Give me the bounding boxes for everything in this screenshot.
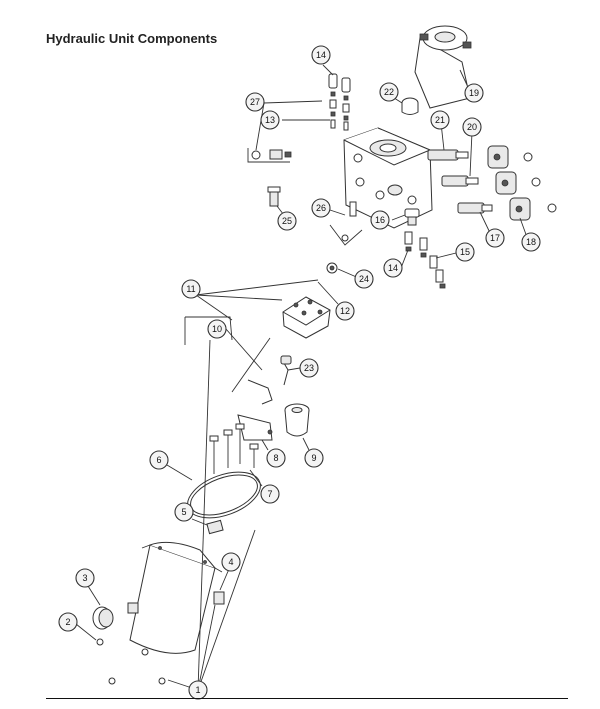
callout-7: 7 xyxy=(260,484,280,504)
valve-stack-part-14-15-lower xyxy=(404,231,446,289)
callout-16-label: 16 xyxy=(375,215,385,225)
page-title: Hydraulic Unit Components xyxy=(46,31,218,46)
screw-part-2 xyxy=(96,638,104,646)
callout-23: 23 xyxy=(299,358,319,378)
callout-7-label: 7 xyxy=(267,489,272,499)
callout-24: 24 xyxy=(354,269,374,289)
callout-19-label: 19 xyxy=(469,88,479,98)
screws-part-1 xyxy=(108,648,166,685)
callout-6: 6 xyxy=(149,450,169,470)
callout-1: 1 xyxy=(188,680,208,700)
cap-part-22 xyxy=(401,97,419,115)
callout-26-label: 26 xyxy=(316,203,326,213)
filter-bracket-part-13 xyxy=(247,148,292,163)
callout-22-label: 22 xyxy=(384,87,394,97)
callout-11-label: 11 xyxy=(186,284,195,294)
callout-5-label: 5 xyxy=(181,507,186,517)
breather-part-4 xyxy=(213,591,225,605)
plug-part-16 xyxy=(404,208,420,226)
callout-15-label: 15 xyxy=(460,247,470,257)
callout-13: 13 xyxy=(260,110,280,130)
footer-rule xyxy=(46,698,568,699)
callout-10: 10 xyxy=(207,319,227,339)
callout-14-lower: 14 xyxy=(383,258,403,278)
callout-10-label: 10 xyxy=(212,324,222,334)
cartridge-valves-20-21-17 xyxy=(427,149,493,214)
callout-14-upper: 14 xyxy=(311,45,331,65)
callout-25-label: 25 xyxy=(282,216,292,226)
pickup-tube-part-23 xyxy=(280,355,292,386)
knob-part-3 xyxy=(92,606,114,630)
label-part-5 xyxy=(206,519,224,535)
callout-21: 21 xyxy=(430,110,450,130)
callout-13-label: 13 xyxy=(265,115,275,125)
o-ring-part-6 xyxy=(187,471,261,519)
callout-23-label: 23 xyxy=(304,363,314,373)
callout-4-label: 4 xyxy=(228,557,233,567)
callout-24-label: 24 xyxy=(359,274,369,284)
baffle-plate-part-8 xyxy=(237,414,273,441)
washer-part-24 xyxy=(326,262,338,274)
callout-18: 18 xyxy=(521,232,541,252)
leader-lines xyxy=(75,64,529,691)
return-clip xyxy=(247,379,273,405)
callout-27: 27 xyxy=(245,92,265,112)
callout-9: 9 xyxy=(304,448,324,468)
callout-25: 25 xyxy=(277,211,297,231)
callout-12-label: 12 xyxy=(340,306,350,316)
spring-kit-part-26 xyxy=(329,201,363,246)
callout-20-label: 20 xyxy=(467,122,477,132)
callout-2: 2 xyxy=(58,612,78,632)
callout-22: 22 xyxy=(379,82,399,102)
callout-14-upper-label: 14 xyxy=(316,50,326,60)
callout-27-label: 27 xyxy=(250,97,260,107)
manifold-block xyxy=(343,127,433,229)
callout-17: 17 xyxy=(485,228,505,248)
reservoir-tank xyxy=(127,541,223,654)
bolts-part-7 xyxy=(209,423,259,474)
callout-8-label: 8 xyxy=(273,453,278,463)
callout-3: 3 xyxy=(75,568,95,588)
motor-part-19 xyxy=(414,25,472,109)
callout-6-label: 6 xyxy=(156,455,161,465)
pump-part-12 xyxy=(282,296,331,339)
bracket-part-10 xyxy=(184,316,271,393)
fitting-part-25 xyxy=(267,186,281,207)
callout-21-label: 21 xyxy=(435,115,445,125)
callout-5: 5 xyxy=(174,502,194,522)
callout-2-label: 2 xyxy=(65,617,70,627)
callout-17-label: 17 xyxy=(490,233,500,243)
callout-16: 16 xyxy=(370,210,390,230)
callout-26: 26 xyxy=(311,198,331,218)
callout-14-lower-label: 14 xyxy=(388,263,398,273)
callout-9-label: 9 xyxy=(311,453,316,463)
callout-4: 4 xyxy=(221,552,241,572)
callout-18-label: 18 xyxy=(526,237,536,247)
valve-stack-part-14-upper xyxy=(328,73,351,131)
solenoid-coils-part-18 xyxy=(487,145,557,221)
callout-20: 20 xyxy=(462,117,482,137)
callout-1-label: 1 xyxy=(195,685,200,695)
callout-11: 11 xyxy=(181,279,201,299)
callout-12: 12 xyxy=(335,301,355,321)
callout-15: 15 xyxy=(455,242,475,262)
callout-19: 19 xyxy=(464,83,484,103)
callout-8: 8 xyxy=(266,448,286,468)
callout-3-label: 3 xyxy=(82,573,87,583)
filter-part-9 xyxy=(284,403,310,437)
